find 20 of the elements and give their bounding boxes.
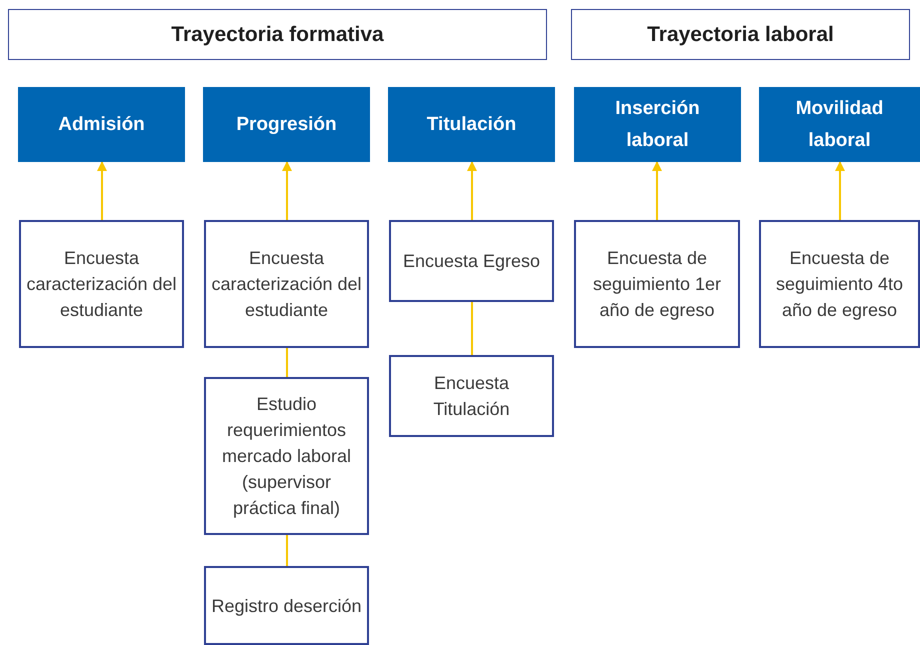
section-header: Trayectoria formativa bbox=[8, 9, 547, 60]
survey-box: Encuesta de seguimiento 4to año de egreso bbox=[759, 220, 920, 348]
survey-box: Encuesta de seguimiento 1er año de egreso bbox=[574, 220, 740, 348]
connector-arrow bbox=[97, 161, 107, 220]
survey-box: Encuesta Titulación bbox=[389, 355, 554, 437]
stage-header: Titulación bbox=[388, 87, 555, 162]
survey-box: Registro deserción bbox=[204, 566, 369, 645]
section-header: Trayectoria laboral bbox=[571, 9, 910, 60]
connector-arrow bbox=[467, 161, 477, 220]
stage-header: Admisión bbox=[18, 87, 185, 162]
connector-arrow bbox=[282, 161, 292, 220]
connector-arrow bbox=[652, 161, 662, 220]
stage-header: Progresión bbox=[203, 87, 370, 162]
survey-box: Encuesta caracterización del estudiante bbox=[19, 220, 184, 348]
survey-box: Encuesta caracterización del estudiante bbox=[204, 220, 369, 348]
survey-box: Encuesta Egreso bbox=[389, 220, 554, 302]
stage-header: Inserción laboral bbox=[574, 87, 741, 162]
stage-header: Movilidad laboral bbox=[759, 87, 920, 162]
connector-arrow bbox=[835, 161, 845, 220]
survey-box: Estudio requerimientos mercado laboral (supervisor práctica final) bbox=[204, 377, 369, 535]
